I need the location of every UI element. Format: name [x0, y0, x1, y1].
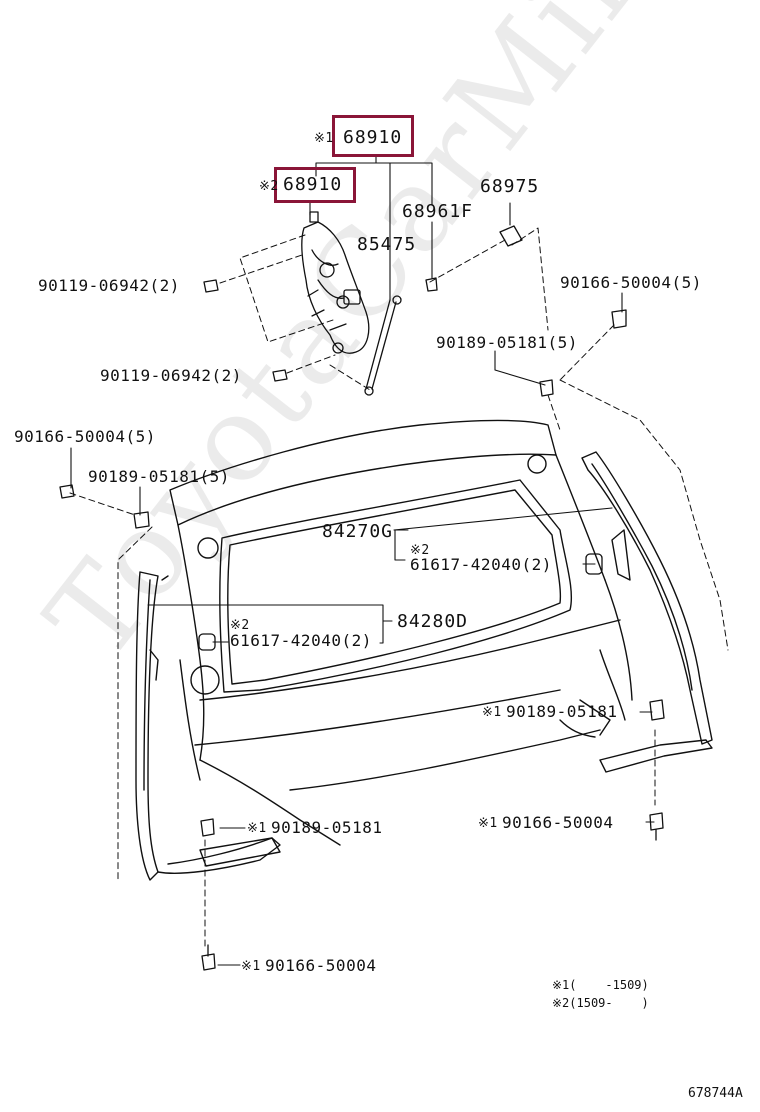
- part-90166-50004-right-bottom[interactable]: 90166-50004: [502, 813, 614, 832]
- mark-1-screw-left-bottom: ※1: [241, 959, 261, 974]
- part-68910-top[interactable]: 68910: [343, 127, 403, 148]
- wiper-motor-assembly: [301, 211, 370, 354]
- weatherstrip-left: [135, 571, 281, 881]
- part-90189-05181-right[interactable]: 90189-05181(5): [436, 333, 578, 352]
- stop-parts: [198, 553, 603, 651]
- highlight-box-68910-top: [332, 115, 414, 157]
- highlight-box-68910-second: [274, 167, 356, 203]
- part-61617-42040-right[interactable]: 61617-42040(2): [410, 555, 552, 574]
- part-61617-42040-left[interactable]: 61617-42040(2): [230, 631, 372, 650]
- mark-1-screw-right-bottom: ※1: [478, 816, 498, 831]
- part-68961F[interactable]: 68961F: [402, 201, 474, 222]
- part-90166-50004-left[interactable]: 90166-50004(5): [14, 427, 156, 446]
- mark-2-second: ※2: [259, 179, 279, 194]
- part-90189-05181-right-bottom[interactable]: 90189-05181: [506, 702, 618, 721]
- dashed-lines: [69, 227, 729, 951]
- mark-2-stop-right: ※2: [410, 543, 430, 558]
- part-84270G[interactable]: 84270G: [322, 521, 394, 542]
- part-90166-50004-left-bottom[interactable]: 90166-50004: [265, 956, 377, 975]
- part-84280D[interactable]: 84280D: [397, 611, 469, 632]
- part-85475[interactable]: 85475: [357, 234, 417, 255]
- mark-1-top: ※1: [314, 131, 334, 146]
- fasteners-top: [59, 225, 627, 529]
- rod-85475: [364, 295, 402, 396]
- image-code: 678744A: [688, 1086, 743, 1101]
- weatherstrip-right: [581, 451, 713, 773]
- mark-1-clip-left-bottom: ※1: [247, 821, 267, 836]
- footnote-2: ※2(1509- ): [552, 996, 649, 1010]
- footnote-1: ※1( -1509): [552, 978, 649, 992]
- mark-1-clip-right-bottom: ※1: [482, 705, 502, 720]
- fasteners-bottom: [200, 699, 665, 971]
- part-68975[interactable]: 68975: [480, 176, 540, 197]
- mark-2-stop-left: ※2: [230, 618, 250, 633]
- part-90119-06942-lower[interactable]: 90119-06942(2): [100, 366, 242, 385]
- part-90166-50004-right[interactable]: 90166-50004(5): [560, 273, 702, 292]
- part-90119-06942-upper[interactable]: 90119-06942(2): [38, 276, 180, 295]
- part-90189-05181-left[interactable]: 90189-05181(5): [88, 467, 230, 486]
- back-door-panel: [169, 419, 633, 846]
- part-68910-second[interactable]: 68910: [283, 174, 343, 195]
- part-90189-05181-left-bottom[interactable]: 90189-05181: [271, 818, 383, 837]
